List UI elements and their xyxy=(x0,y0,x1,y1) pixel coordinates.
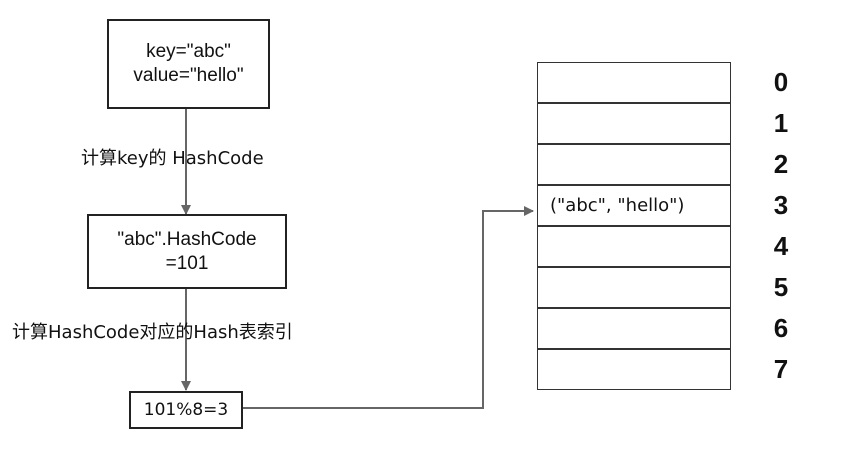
index-expression: 101%8=3 xyxy=(143,400,229,420)
hash-index-label: 3 xyxy=(773,190,789,220)
hash-slot-3: ("abc", "hello") xyxy=(537,185,731,226)
hash-index-label: 0 xyxy=(773,67,789,97)
step2-label: 计算HashCode对应的Hash表索引 xyxy=(12,322,293,343)
hash-slot-4 xyxy=(537,226,731,267)
hash-slot-6 xyxy=(537,308,731,349)
hash-index-label: 5 xyxy=(773,272,789,302)
hash-slot-0 xyxy=(537,62,731,103)
hash-slot-2 xyxy=(537,144,731,185)
hash-slot-content: ("abc", "hello") xyxy=(550,195,685,216)
index-box: 101%8=3 xyxy=(129,391,243,429)
source-entry-box: key="abc" value="hello" xyxy=(107,19,270,109)
hash-slot-5 xyxy=(537,267,731,308)
hashcode-result: =101 xyxy=(165,252,209,274)
step1-label: 计算key的 HashCode xyxy=(81,148,264,169)
source-value-text: value="hello" xyxy=(133,65,244,86)
hash-slot-7 xyxy=(537,349,731,390)
hash-index-label: 4 xyxy=(773,231,789,261)
hash-index-label: 6 xyxy=(773,313,789,343)
hashcode-box: "abc".HashCode =101 xyxy=(87,214,287,289)
hash-index-label: 7 xyxy=(773,354,789,384)
arrow-index-to-slot xyxy=(243,206,534,409)
hash-index-label: 1 xyxy=(773,108,789,138)
hashcode-expression: "abc".HashCode xyxy=(117,228,257,250)
source-key-text: key="abc" xyxy=(146,41,231,62)
hash-slot-1 xyxy=(537,103,731,144)
hash-index-label: 2 xyxy=(773,149,789,179)
